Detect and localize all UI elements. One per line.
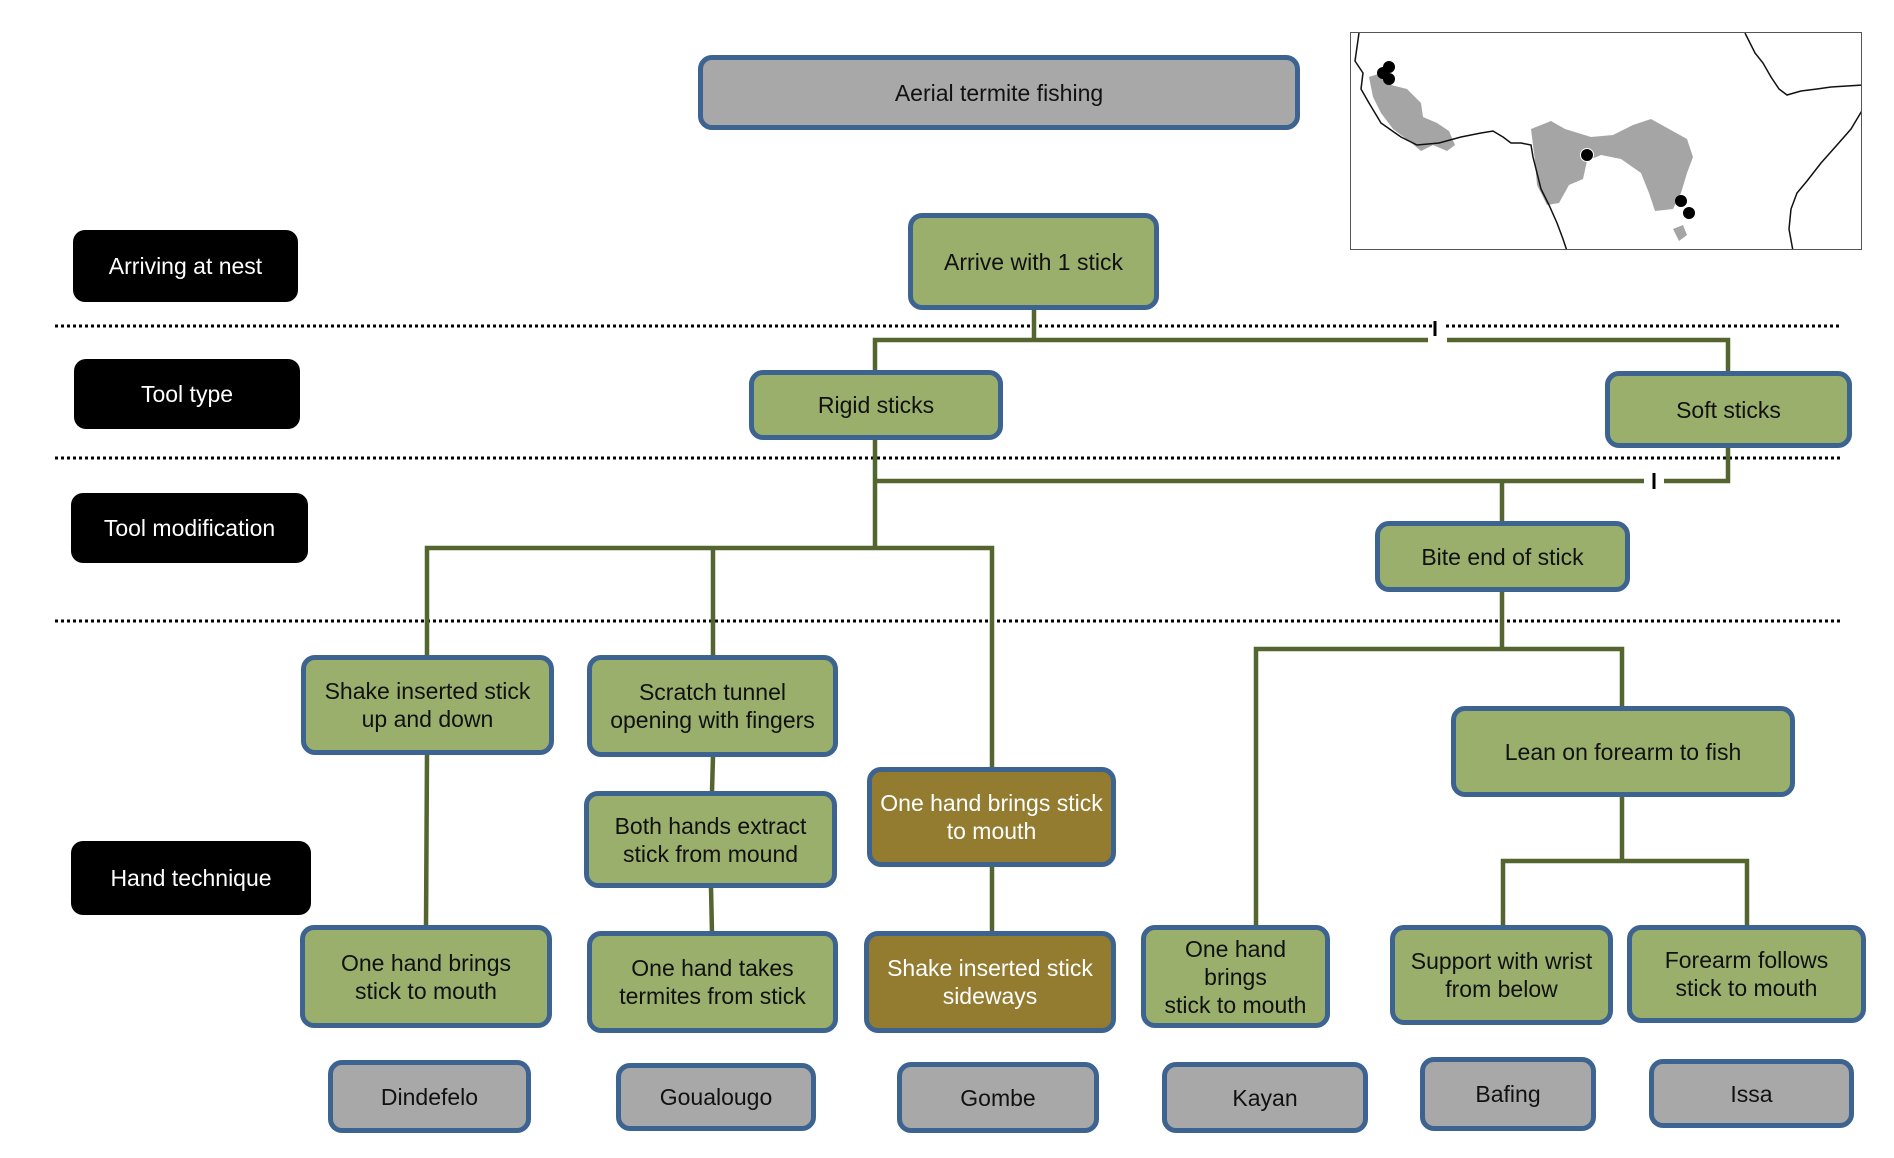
category-label: Tool modification — [103, 514, 276, 541]
coastline-red-sea — [1744, 33, 1861, 96]
connector — [1447, 337, 1731, 371]
site-kayan: Kayan — [1162, 1062, 1368, 1133]
site-label: Bafing — [1475, 1081, 1541, 1107]
node-one-hand-brings-stick-olive: One hand brings stick to mouth — [867, 767, 1116, 867]
site-label: Kayan — [1232, 1084, 1298, 1111]
site-gombe: Gombe — [897, 1062, 1099, 1133]
behavior-title-box: Aerial termite fishing — [698, 55, 1300, 130]
node-label: Scratch tunnel opening with fingers — [610, 679, 815, 733]
site-marker — [1683, 207, 1695, 219]
node-dindefelo-technique: One hand brings stick to mouth — [300, 925, 552, 1028]
connector — [1500, 858, 1750, 927]
site-label: Gombe — [960, 1084, 1036, 1111]
node-goualougo-technique: One hand takes termites from stick — [587, 931, 838, 1033]
node-arrive-with-1-stick: Arrive with 1 stick — [908, 213, 1159, 310]
node-both-hands-extract: Both hands extract stick from mound — [584, 791, 837, 888]
category-label: Arriving at nest — [108, 252, 263, 279]
category-tool-modification: Tool modification — [71, 493, 308, 563]
coastline-east — [1788, 110, 1861, 249]
coastline — [1354, 33, 1568, 249]
node-label: Shake inserted stick up and down — [324, 678, 531, 732]
node-bafing-technique: Support with wrist from below — [1390, 925, 1613, 1025]
range-map — [1350, 32, 1862, 250]
category-tool-type: Tool type — [74, 359, 300, 429]
node-scratch-tunnel: Scratch tunnel opening with fingers — [587, 655, 838, 757]
range-west — [1369, 73, 1455, 151]
site-goualougo: Goualougo — [616, 1063, 816, 1131]
site-dindefelo: Dindefelo — [328, 1060, 531, 1133]
site-marker — [1675, 195, 1687, 207]
connector — [424, 545, 995, 768]
node-label: Arrive with 1 stick — [944, 248, 1123, 275]
node-issa-technique: Forearm follows stick to mouth — [1627, 925, 1866, 1023]
node-kayan-technique: One hand brings stick to mouth — [1141, 925, 1330, 1028]
site-label: Dindefelo — [380, 1083, 479, 1110]
connector — [423, 753, 430, 928]
connector — [1664, 447, 1731, 484]
node-label: Shake inserted stick sideways — [887, 955, 1093, 1009]
category-arriving-at-nest: Arriving at nest — [73, 230, 298, 302]
site-label: Issa — [1730, 1080, 1773, 1107]
node-label: Soft sticks — [1676, 396, 1781, 423]
node-gombe-technique: Shake inserted stick sideways — [864, 931, 1116, 1033]
node-label: One hand brings stick to mouth — [1164, 935, 1307, 1018]
connector — [708, 886, 715, 934]
site-marker — [1580, 148, 1594, 162]
node-soft-sticks: Soft sticks — [1605, 371, 1852, 448]
category-hand-technique: Hand technique — [71, 841, 311, 915]
range-south — [1673, 225, 1687, 241]
node-shake-up-and-down: Shake inserted stick up and down — [301, 655, 554, 755]
node-label: One hand brings stick to mouth — [340, 949, 512, 1004]
node-label: Lean on forearm to fish — [1504, 738, 1742, 765]
connector — [872, 337, 1428, 370]
site-issa: Issa — [1649, 1059, 1854, 1128]
node-bite-end-of-stick: Bite end of stick — [1375, 521, 1630, 592]
category-label: Tool type — [140, 380, 234, 407]
connector — [1253, 646, 1625, 927]
range-central — [1531, 119, 1693, 211]
node-label: Forearm follows stick to mouth — [1664, 947, 1829, 1001]
node-label: Support with wrist from below — [1410, 948, 1593, 1002]
node-label: One hand takes termites from stick — [619, 955, 806, 1009]
node-label: Both hands extract stick from mound — [614, 812, 807, 867]
node-rigid-sticks: Rigid sticks — [749, 370, 1003, 440]
behavior-title: Aerial termite fishing — [894, 79, 1104, 106]
node-lean-on-forearm: Lean on forearm to fish — [1451, 706, 1795, 797]
node-label: Rigid sticks — [817, 392, 935, 418]
category-label: Hand technique — [110, 864, 272, 891]
map-graphic — [1354, 33, 1861, 249]
connector — [709, 755, 716, 793]
site-marker — [1383, 73, 1395, 85]
site-bafing: Bafing — [1420, 1057, 1596, 1131]
node-label: Bite end of stick — [1421, 543, 1584, 570]
node-label: One hand brings stick to mouth — [880, 790, 1103, 844]
site-label: Goualougo — [659, 1084, 773, 1110]
